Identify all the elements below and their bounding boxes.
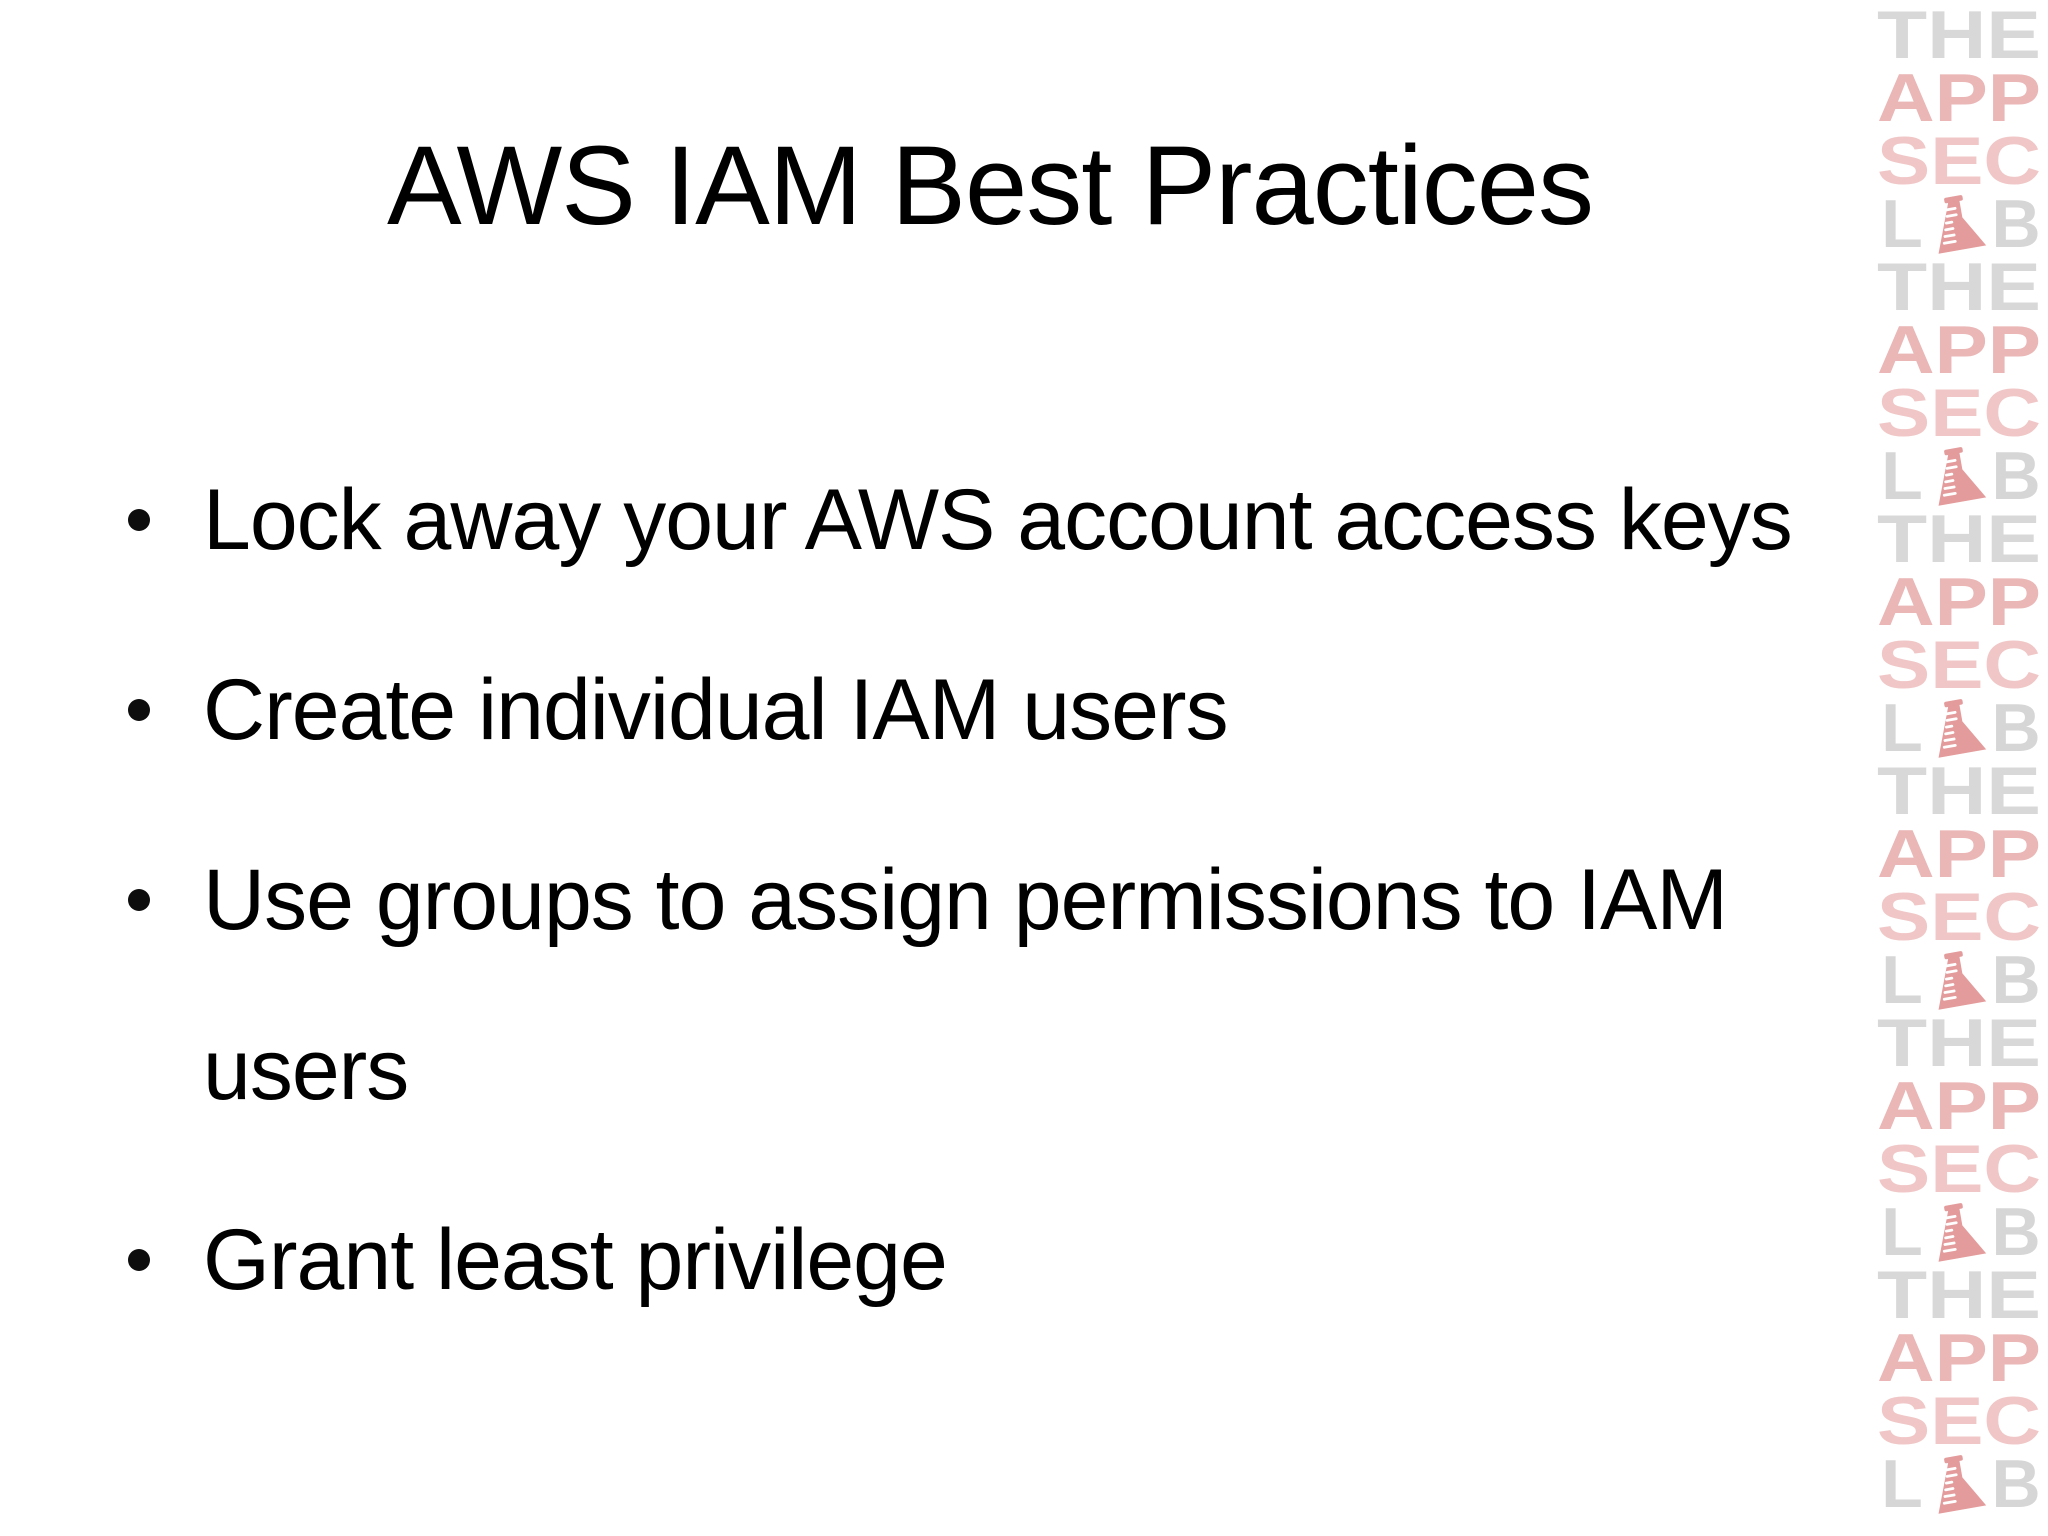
watermark-text: SEC: [1877, 375, 2041, 451]
svg-text:SEC: SEC: [1877, 879, 2041, 955]
watermark-word-the: THE: [1876, 249, 2042, 325]
svg-text:B: B: [1991, 186, 2040, 262]
svg-text:APP: APP: [1877, 60, 2041, 136]
watermark-word-the: THE: [1876, 0, 2042, 73]
svg-text:B: B: [1991, 1194, 2040, 1270]
svg-text:THE: THE: [1877, 501, 2041, 577]
watermark-text: APP: [1877, 1320, 2041, 1396]
flask-icon: [1938, 1203, 1987, 1262]
svg-text:SEC: SEC: [1877, 1131, 2041, 1207]
watermark-word-app: APP: [1876, 1068, 2042, 1144]
watermark-word-sec: SEC: [1876, 1131, 2042, 1207]
svg-text:SEC: SEC: [1877, 375, 2041, 451]
watermark-text: THE: [1877, 1257, 2041, 1333]
watermark-text: THE: [1877, 753, 2041, 829]
watermark-word-sec: SEC: [1876, 1383, 2042, 1459]
svg-text:B: B: [1991, 690, 2040, 766]
svg-text:L: L: [1881, 1446, 1923, 1522]
bullet-item: Grant least privilege: [0, 1175, 1880, 1345]
svg-text:APP: APP: [1877, 1320, 2041, 1396]
watermark-word-app: APP: [1876, 564, 2042, 640]
watermark-text: THE: [1877, 501, 2041, 577]
watermark-word-app: APP: [1876, 816, 2042, 892]
watermark-word-app: APP: [1876, 312, 2042, 388]
svg-text:APP: APP: [1877, 1068, 2041, 1144]
watermark-word-sec: SEC: [1876, 879, 2042, 955]
watermark-text: THE: [1877, 249, 2041, 325]
watermark-word-sec: SEC: [1876, 627, 2042, 703]
bullet-text: Create individual IAM users: [203, 662, 1229, 758]
bullet-text: Lock away your AWS account access keys: [203, 472, 1793, 568]
watermark-text: SEC: [1877, 1383, 2041, 1459]
svg-text:SEC: SEC: [1877, 627, 2041, 703]
bullet-item: Lock away your AWS account access keys: [0, 435, 1880, 605]
svg-text:APP: APP: [1877, 816, 2041, 892]
slide-title: AWS IAM Best Practices: [386, 123, 1594, 248]
watermark-word-app: APP: [1876, 1320, 2042, 1396]
svg-text:B: B: [1991, 438, 2040, 514]
bullet-icon: [128, 1249, 150, 1271]
bullet-icon: [128, 509, 150, 531]
watermark-text: SEC: [1877, 1131, 2041, 1207]
watermark-word-app: APP: [1876, 60, 2042, 136]
watermark-text: SEC: [1877, 627, 2041, 703]
watermark-word-the: THE: [1876, 1257, 2042, 1333]
svg-text:L: L: [1881, 690, 1923, 766]
svg-text:SEC: SEC: [1877, 1383, 2041, 1459]
flask-icon: [1938, 951, 1987, 1010]
watermark-text: APP: [1877, 1068, 2041, 1144]
bullet-text: Grant least privilege: [203, 1212, 948, 1308]
bullet-item: Create individual IAM users: [0, 625, 1880, 795]
svg-text:THE: THE: [1877, 0, 2041, 73]
bullet-icon: [128, 699, 150, 721]
watermark-word-the: THE: [1876, 753, 2042, 829]
watermark-text: APP: [1877, 60, 2041, 136]
flask-icon: [1938, 1455, 1987, 1514]
svg-text:THE: THE: [1877, 249, 2041, 325]
svg-text:L: L: [1881, 438, 1923, 514]
svg-text:THE: THE: [1877, 753, 2041, 829]
svg-text:L: L: [1881, 1194, 1923, 1270]
watermark-word-sec: SEC: [1876, 375, 2042, 451]
svg-text:APP: APP: [1877, 312, 2041, 388]
watermark-text: APP: [1877, 816, 2041, 892]
watermark-text: THE: [1877, 1005, 2041, 1081]
svg-text:B: B: [1991, 1446, 2040, 1522]
svg-text:L: L: [1881, 942, 1923, 1018]
watermark-text: SEC: [1877, 879, 2041, 955]
svg-text:APP: APP: [1877, 564, 2041, 640]
bullet-icon: [128, 889, 150, 911]
watermark-text: THE: [1877, 0, 2041, 73]
flask-icon: [1938, 699, 1987, 758]
watermark-word-the: THE: [1876, 1005, 2042, 1081]
flask-icon: [1938, 447, 1987, 506]
svg-text:THE: THE: [1877, 1257, 2041, 1333]
watermark-word-the: THE: [1876, 501, 2042, 577]
bullet-text: Use groups to assign permissions to IAM …: [203, 852, 1728, 1118]
watermark-text: APP: [1877, 564, 2041, 640]
svg-text:B: B: [1991, 942, 2040, 1018]
bullet-item: Use groups to assign permissions to IAM …: [0, 815, 1880, 1155]
watermark-text: APP: [1877, 312, 2041, 388]
svg-text:THE: THE: [1877, 1005, 2041, 1081]
